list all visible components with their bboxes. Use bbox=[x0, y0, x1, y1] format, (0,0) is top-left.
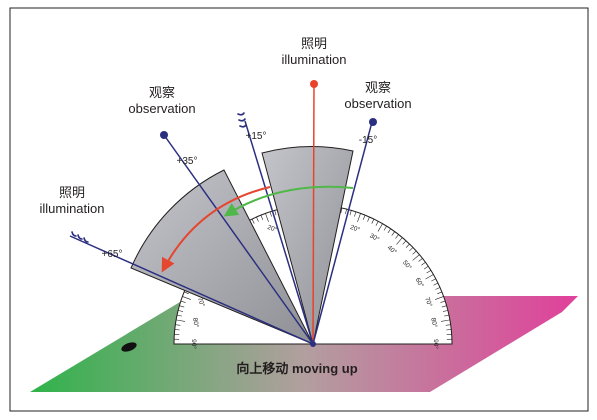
protractor-tick bbox=[178, 310, 184, 312]
protractor-tick-label: 70° bbox=[423, 296, 434, 308]
angle-plus65: +65° bbox=[102, 249, 123, 260]
illumination-wedge-center bbox=[261, 146, 354, 345]
ray-origin bbox=[310, 341, 316, 347]
illumination-ray-plus15 bbox=[244, 120, 314, 345]
left-observation-label-cn: 观察 bbox=[149, 85, 175, 100]
left-illumination-label-en: illumination bbox=[39, 201, 104, 216]
right-observation-label-cn: 观察 bbox=[365, 80, 391, 95]
protractor-tick bbox=[405, 243, 410, 248]
protractor-tick bbox=[176, 314, 182, 317]
protractor-tick bbox=[367, 216, 370, 222]
ray-end-dot-icon bbox=[369, 118, 377, 126]
protractor-tick bbox=[377, 223, 383, 232]
protractor-tick bbox=[184, 291, 189, 295]
sun-rays-icon bbox=[71, 231, 89, 243]
illumination-ray-plus65 bbox=[69, 235, 314, 345]
protractor-tick bbox=[349, 210, 352, 216]
angle-plus15: +15° bbox=[246, 131, 267, 142]
protractor-tick bbox=[174, 329, 180, 331]
protractor-tick bbox=[418, 258, 423, 262]
protractor-tick bbox=[421, 262, 426, 266]
protractor-tick bbox=[435, 287, 441, 290]
angle-plus35: +35° bbox=[177, 156, 198, 167]
protractor-tick bbox=[445, 324, 451, 326]
protractor-tick bbox=[433, 282, 439, 286]
protractor-tick bbox=[256, 216, 259, 222]
protractor-tick bbox=[175, 324, 181, 326]
observation-ray-plus35 bbox=[163, 134, 314, 345]
illumination-ray-vertical bbox=[312, 83, 315, 345]
protractor-tick bbox=[442, 310, 448, 312]
protractor-tick bbox=[340, 207, 343, 213]
protractor-tick bbox=[265, 213, 269, 222]
protractor-tick bbox=[269, 211, 272, 217]
protractor-tick-label: 80° bbox=[191, 317, 201, 328]
protractor-tick bbox=[402, 240, 407, 245]
protractor-tick bbox=[437, 291, 442, 295]
protractor-tick-label: 20° bbox=[349, 223, 361, 234]
protractor-tick bbox=[383, 225, 387, 231]
protractor-tick bbox=[396, 237, 403, 245]
sample-caption: 向上移动 moving up bbox=[236, 361, 357, 376]
protractor-tick bbox=[180, 300, 186, 303]
protractor-tick bbox=[387, 228, 391, 234]
protractor-tick-label: 90° bbox=[190, 339, 198, 349]
protractor-tick bbox=[362, 215, 366, 220]
ray-end-dot-icon bbox=[310, 80, 318, 88]
protractor-tick bbox=[260, 215, 264, 220]
protractor-tick bbox=[444, 314, 450, 317]
observation-wedge-left bbox=[130, 169, 315, 345]
protractor-tick bbox=[176, 319, 186, 322]
protractor-tick-label: 80° bbox=[429, 317, 439, 328]
protractor-tick bbox=[412, 250, 417, 255]
protractor-tick bbox=[423, 266, 429, 270]
protractor-tick bbox=[395, 234, 399, 239]
protractor-tick bbox=[375, 221, 379, 226]
protractor-tick bbox=[371, 218, 375, 224]
observation-ray-minus15 bbox=[312, 121, 373, 345]
protractor-tick bbox=[391, 231, 395, 236]
protractor-tick bbox=[426, 270, 432, 274]
left-observation-label-en: observation bbox=[128, 101, 195, 116]
protractor-tick bbox=[431, 278, 436, 282]
protractor-tick bbox=[440, 300, 446, 303]
protractor-tick bbox=[251, 218, 255, 224]
protractor-tick bbox=[182, 296, 191, 300]
left-illumination-label-cn: 照明 bbox=[59, 185, 85, 200]
protractor-tick-label: 70° bbox=[196, 296, 207, 308]
protractor-tick bbox=[354, 211, 357, 217]
protractor-tick bbox=[345, 209, 347, 215]
protractor-tick bbox=[425, 274, 434, 280]
protractor-tick bbox=[440, 319, 450, 322]
illumination-arrow bbox=[161, 186, 271, 273]
protractor-tick bbox=[179, 305, 185, 308]
protractor-tick bbox=[446, 329, 452, 331]
angle-minus15: -15° bbox=[359, 135, 377, 146]
protractor-tick-label: 20° bbox=[266, 223, 278, 234]
protractor-tick bbox=[412, 254, 420, 261]
top-illumination-label-en: illumination bbox=[281, 52, 346, 67]
top-illumination-label-cn: 照明 bbox=[301, 36, 327, 51]
observation-arrow bbox=[223, 185, 354, 217]
figure-frame bbox=[9, 7, 589, 412]
sun-rays-icon bbox=[237, 112, 247, 128]
protractor-tick bbox=[357, 213, 361, 222]
right-observation-label-en: observation bbox=[344, 96, 411, 111]
protractor-tick bbox=[435, 296, 444, 300]
protractor-tick bbox=[274, 210, 277, 216]
protractor-tick-label: 90° bbox=[432, 339, 440, 349]
protractor-tick bbox=[409, 247, 414, 252]
protractor-tick bbox=[441, 305, 447, 308]
ray-end-dot-icon bbox=[160, 131, 168, 139]
sample-mark bbox=[121, 342, 137, 352]
